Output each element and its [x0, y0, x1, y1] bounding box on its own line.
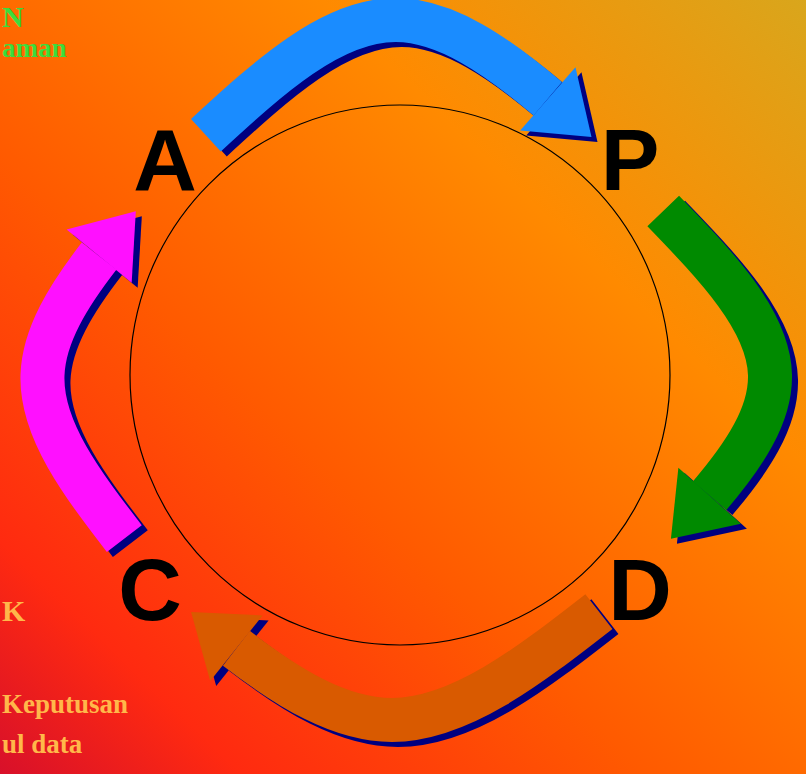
cycle-letter: D: [604, 544, 676, 636]
cycle-arrow: [191, 612, 605, 725]
cycle-circle: [130, 105, 670, 645]
cycle-arrow: [663, 211, 776, 544]
stage-letter: D: [608, 546, 672, 634]
arrow-head: [520, 67, 591, 137]
stage-letter: A: [133, 116, 197, 204]
stage-letter: P: [601, 116, 660, 204]
stage-letter: C: [118, 546, 182, 634]
cycle-arrow: [206, 20, 598, 142]
cycle-letter: A: [129, 114, 201, 206]
arrow-band: [42, 211, 135, 538]
arrow-head: [191, 612, 263, 681]
arrow-body: [191, 612, 599, 720]
arrow-head: [671, 468, 741, 539]
arrow-body: [206, 20, 592, 137]
arrow-band: [663, 211, 770, 539]
side-note: Keputusan: [2, 690, 128, 720]
side-note: ul data: [2, 730, 82, 760]
side-note: K: [2, 594, 25, 627]
arrow-band: [206, 20, 592, 137]
arrow-body: [42, 211, 135, 538]
arrow-head: [67, 211, 136, 282]
cycle-arrow: [42, 211, 141, 543]
side-note: aman: [2, 34, 67, 64]
cycle-letter: P: [597, 114, 664, 206]
arrow-body: [663, 211, 770, 539]
side-note: N: [2, 0, 24, 33]
arrow-band: [191, 612, 599, 720]
cycle-letter: C: [114, 544, 186, 636]
